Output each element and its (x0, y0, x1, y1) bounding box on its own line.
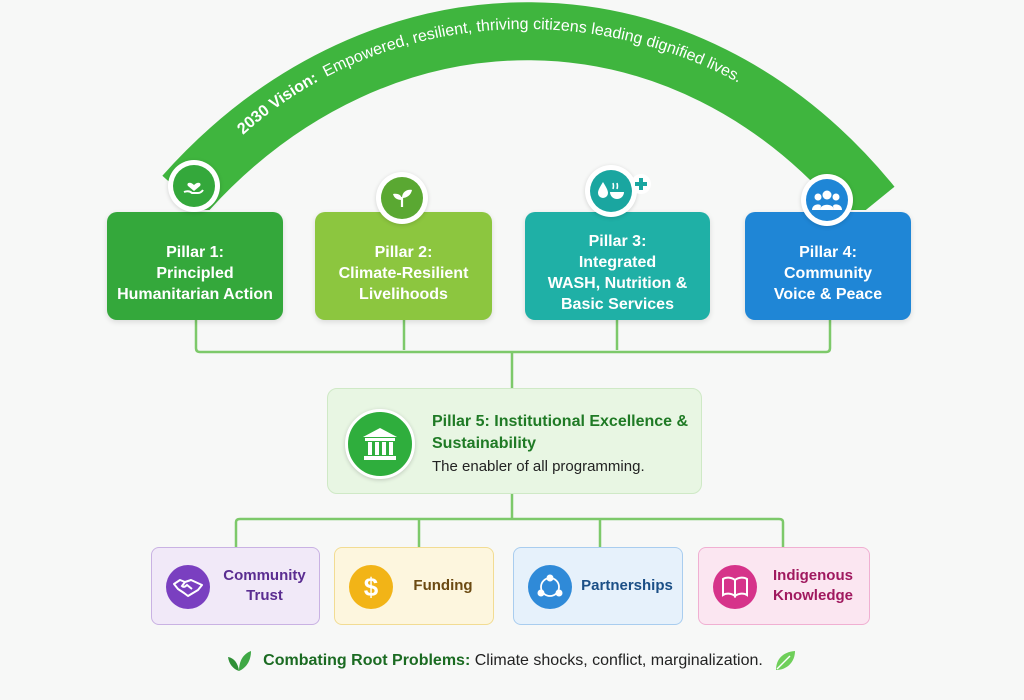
enabler-funding: $ Funding (334, 547, 494, 625)
enabler-label: Partnerships (581, 577, 673, 594)
leaf-icon (228, 651, 252, 671)
pillar-4-card: Pillar 4: Community Voice & Peace (745, 212, 911, 320)
pillar-1-card: Pillar 1: Principled Humanitarian Action (107, 212, 283, 320)
footer-label: Combating Root Problems: (263, 652, 471, 669)
pillar-name: Climate-Resilient Livelihoods (338, 264, 469, 303)
enabler-community-trust: Community Trust (151, 547, 320, 625)
pillar-5-subtitle: The enabler of all programming. (432, 458, 645, 475)
footer-banner: Combating Root Problems: Climate shocks,… (0, 648, 1024, 674)
people-group-icon (801, 174, 853, 226)
book-icon (713, 565, 757, 609)
enabler-label: Community Trust (223, 567, 306, 604)
connector-lines (194, 320, 832, 547)
enabler-label: Funding (413, 577, 473, 594)
enabler-indigenous-knowledge: Indigenous Knowledge (698, 547, 870, 625)
pillar-2-card: Pillar 2: Climate-Resilient Livelihoods (315, 212, 492, 320)
pillar-name: Community Voice & Peace (773, 264, 883, 303)
footer-body: Climate shocks, conflict, marginalizatio… (474, 652, 763, 669)
sprout-icon (376, 172, 428, 224)
enabler-partnerships: Partnerships (513, 547, 683, 625)
pillar-5-card: Pillar 5: Institutional Excellence & Sus… (327, 388, 702, 494)
pillar-title: Pillar 4: (799, 243, 857, 261)
pillar-title: Pillar 3: (588, 233, 647, 250)
network-icon (528, 565, 572, 609)
pillar-name: Principled Humanitarian Action (117, 264, 273, 303)
handshake-icon (166, 565, 210, 609)
vision-arc-band (162, 2, 895, 210)
pillar-3-card: Pillar 3: Integrated WASH, Nutrition & B… (525, 212, 710, 320)
dollar-icon: $ (349, 565, 393, 609)
pillar-title: Pillar 1: (166, 243, 224, 261)
pillar-5-title: Pillar 5: Institutional Excellence & Sus… (432, 413, 689, 452)
enabler-label: Indigenous Knowledge (772, 567, 853, 604)
heart-hand-icon (168, 160, 220, 212)
health-cross-icon (631, 174, 651, 194)
pillar-title: Pillar 2: (374, 243, 433, 261)
leaf-icon (775, 651, 795, 670)
pillar-name: Integrated WASH, Nutrition & Basic Servi… (547, 254, 688, 313)
water-food-health-icon (585, 165, 637, 217)
vision-arc: 2030 Vision: Empowered, resilient, thriv… (162, 2, 895, 210)
footer-text: Combating Root Problems: Climate shocks,… (263, 652, 763, 670)
institution-icon (345, 409, 415, 479)
